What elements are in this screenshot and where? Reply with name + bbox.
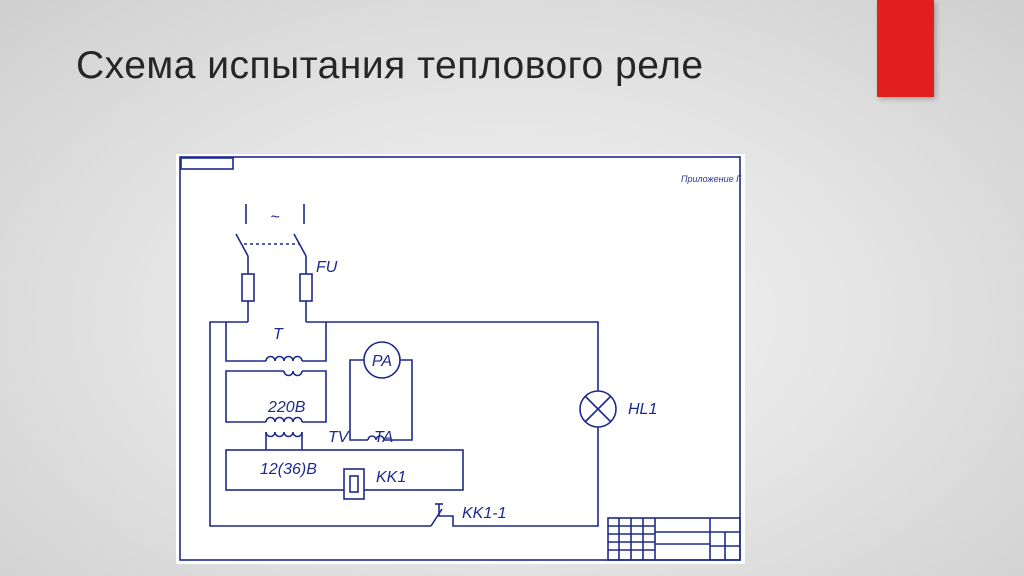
current-transformer-coil xyxy=(367,435,385,441)
transformer-t-label: T xyxy=(273,326,284,343)
t-secondary-coil xyxy=(283,370,303,377)
relay-contact-wire xyxy=(438,427,599,527)
circuit-diagram: Приложение Г ~ xyxy=(179,156,742,561)
top-bus-wire xyxy=(306,321,599,391)
transformer-tv-label: TV xyxy=(328,429,350,446)
sheet-stamp-corner xyxy=(180,157,234,170)
tv-primary-coil xyxy=(265,416,303,423)
relay-inner xyxy=(349,475,359,493)
title-block xyxy=(607,517,741,561)
ammeter-left-wire xyxy=(349,359,368,441)
ac-symbol: ~ xyxy=(270,209,279,226)
fuses xyxy=(241,273,313,322)
ac-supply: ~ xyxy=(245,204,305,226)
t-secondary-right xyxy=(302,370,327,423)
t-secondary-left xyxy=(225,370,284,423)
accent-bar xyxy=(877,0,934,97)
voltage-primary-label: 220В xyxy=(267,399,306,416)
relay-contact-label: KK1-1 xyxy=(462,505,506,522)
t-primary-right xyxy=(302,322,327,362)
current-transformer-label: TA xyxy=(374,429,393,446)
ammeter-right-wire xyxy=(384,359,413,441)
lamp-label: HL1 xyxy=(628,401,657,418)
sheet-frame xyxy=(179,156,741,561)
drawing-sheet: Приложение Г ~ xyxy=(176,154,745,564)
t-primary-coil xyxy=(265,355,303,362)
t-primary-left xyxy=(225,322,266,362)
fuse-label: FU xyxy=(316,259,338,276)
relay-contact-blade xyxy=(430,508,443,527)
tv-secondary-coil xyxy=(265,431,303,438)
left-bus-wire xyxy=(209,321,431,527)
slide-title: Схема испытания теплового реле xyxy=(76,44,704,87)
appendix-label: Приложение Г xyxy=(681,174,742,184)
main-switch xyxy=(235,233,307,274)
ammeter-label: PA xyxy=(372,353,392,370)
relay-label: KK1 xyxy=(376,469,406,486)
voltage-secondary-label: 12(36)В xyxy=(260,461,317,478)
